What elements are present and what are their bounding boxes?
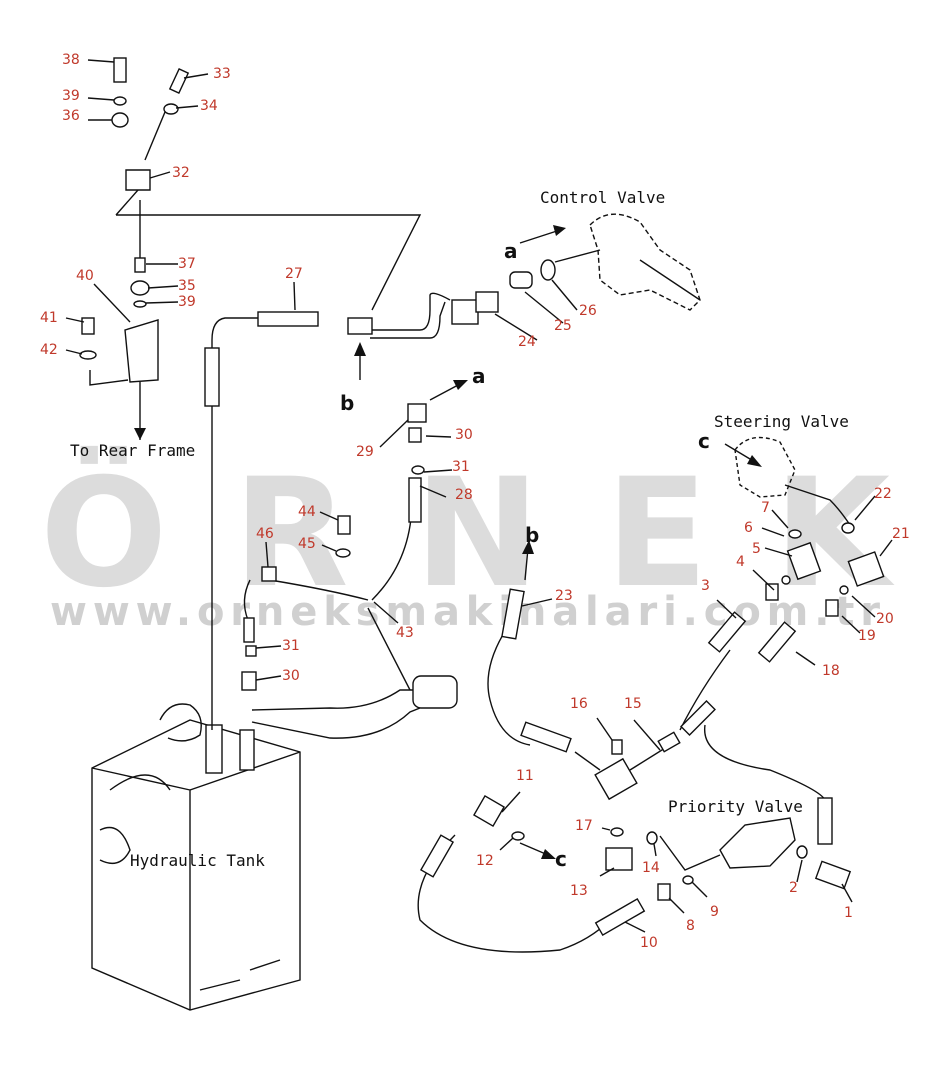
part-label-46: 46 [256, 526, 274, 542]
part-label-45: 45 [298, 536, 316, 552]
part-label-9: 9 [710, 904, 719, 920]
part-label-30b: 30 [282, 668, 300, 684]
part-label-42: 42 [40, 342, 58, 358]
control-valve [509, 213, 701, 311]
bracket-hardware [79, 57, 849, 901]
part-label-39b: 39 [178, 294, 196, 310]
hydraulic-tank [91, 703, 301, 1011]
steering-valve-label: Steering Valve [714, 412, 849, 431]
part-label-22: 22 [874, 486, 892, 502]
part-label-44: 44 [298, 504, 316, 520]
connector-c-label: c [698, 429, 710, 453]
part-label-11: 11 [516, 768, 534, 784]
connector-a-label: a [504, 239, 518, 263]
priority-valve-label: Priority Valve [668, 797, 803, 816]
leader-lines [65, 59, 893, 933]
part-label-12: 12 [476, 853, 494, 869]
watermark-url: www.orneksmakinalari.com.tr [50, 589, 880, 635]
part-label-1: 1 [844, 905, 853, 921]
part-label-29: 29 [356, 444, 374, 460]
part-label-6: 6 [744, 520, 753, 536]
part-label-7: 7 [761, 500, 770, 516]
hydraulic-tank-label: Hydraulic Tank [130, 851, 265, 870]
part-label-39: 39 [62, 88, 80, 104]
part-label-36: 36 [62, 108, 80, 124]
part-number-labels: 1 2 3 4 5 6 7 8 9 10 11 12 13 14 15 16 1… [40, 52, 910, 951]
part-label-20: 20 [876, 611, 894, 627]
part-label-31b: 31 [282, 638, 300, 654]
part-label-2: 2 [789, 880, 798, 896]
part-label-15: 15 [624, 696, 642, 712]
part-label-32: 32 [172, 165, 190, 181]
part-label-8: 8 [686, 918, 695, 934]
control-valve-label: Control Valve [540, 188, 665, 207]
part-label-5: 5 [752, 541, 761, 557]
connector-a2-label: a [472, 364, 486, 388]
part-label-37: 37 [178, 256, 196, 272]
priority-valve [473, 795, 852, 890]
part-label-43: 43 [396, 625, 414, 641]
part-label-3: 3 [701, 578, 710, 594]
part-label-38: 38 [62, 52, 80, 68]
rear-frame-label: To Rear Frame [70, 441, 195, 460]
part-label-27: 27 [285, 266, 303, 282]
connector-arrows [354, 225, 762, 859]
part-label-17: 17 [575, 818, 593, 834]
steering-valve [734, 436, 885, 587]
part-label-10: 10 [640, 935, 658, 951]
connector-b-label: b [340, 391, 354, 415]
part-label-25: 25 [554, 318, 572, 334]
part-label-40: 40 [76, 268, 94, 284]
hoses [204, 291, 833, 953]
part-label-21: 21 [892, 526, 910, 542]
part-label-26: 26 [579, 303, 597, 319]
part-label-28: 28 [455, 487, 473, 503]
part-label-23: 23 [555, 588, 573, 604]
part-label-19: 19 [858, 628, 876, 644]
part-label-16: 16 [570, 696, 588, 712]
part-label-35: 35 [178, 278, 196, 294]
part-label-34: 34 [200, 98, 218, 114]
part-label-31: 31 [452, 459, 470, 475]
part-label-24: 24 [518, 334, 536, 350]
part-label-13: 13 [570, 883, 588, 899]
part-label-30: 30 [455, 427, 473, 443]
connector-c2-label: c [555, 847, 567, 871]
part-label-41: 41 [40, 310, 58, 326]
part-label-14: 14 [642, 860, 660, 876]
part-label-4: 4 [736, 554, 745, 570]
connector-b2-label: b [525, 523, 539, 547]
part-label-33: 33 [213, 66, 231, 82]
part-label-18: 18 [822, 663, 840, 679]
